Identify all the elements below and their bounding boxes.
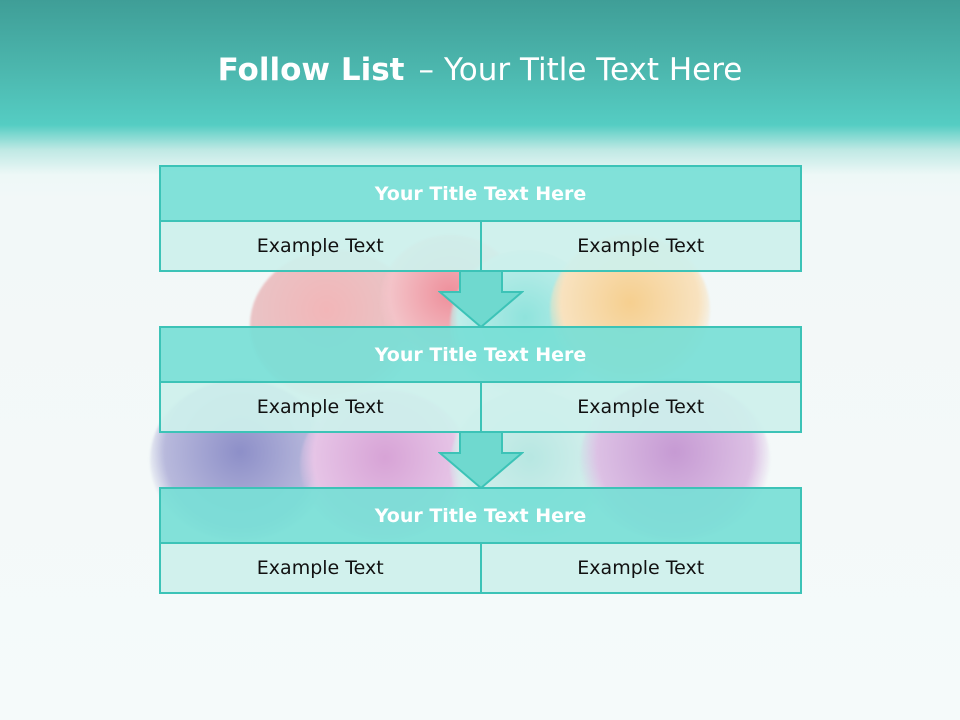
block-cell: Example Text [159, 383, 482, 433]
block-cell: Example Text [481, 383, 802, 433]
block-cell: Example Text [159, 222, 482, 272]
block-row: Example Text Example Text [159, 222, 802, 272]
title-dash: – [418, 52, 434, 88]
down-arrow-icon [438, 270, 524, 328]
block-cell: Example Text [159, 544, 482, 594]
down-arrow-icon [438, 431, 524, 489]
title-bold: Follow List [217, 52, 405, 88]
title-rest: Your Title Text Here [443, 52, 743, 88]
block-cell: Example Text [481, 544, 802, 594]
block-cell: Example Text [481, 222, 802, 272]
block-row: Example Text Example Text [159, 544, 802, 594]
block-title: Your Title Text Here [159, 326, 802, 383]
list-block: Your Title Text Here Example Text Exampl… [159, 326, 802, 433]
list-block: Your Title Text Here Example Text Exampl… [159, 487, 802, 594]
block-row: Example Text Example Text [159, 383, 802, 433]
slide-title: Follow List–Your Title Text Here [0, 52, 960, 88]
list-block: Your Title Text Here Example Text Exampl… [159, 165, 802, 272]
block-title: Your Title Text Here [159, 165, 802, 222]
block-title: Your Title Text Here [159, 487, 802, 544]
